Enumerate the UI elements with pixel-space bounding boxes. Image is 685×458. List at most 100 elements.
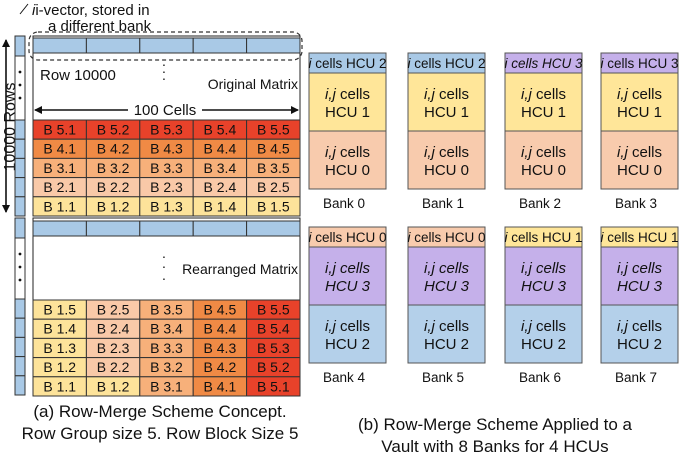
bank-bottom-cell: [600, 304, 679, 364]
caption-b-line2: Vault with 8 Banks for 4 HCUs: [381, 437, 609, 456]
ivector-side-column-bottom: [14, 217, 26, 396]
original-top-row-segment: [139, 37, 194, 54]
rearranged-block-cell-label: B 1.5: [43, 302, 76, 318]
caption-b-line1: (b) Row-Merge Scheme Applied to a: [357, 415, 633, 434]
side-column-top-cell: [14, 35, 26, 57]
vertical-dots-5: .: [162, 255, 166, 271]
bank-bottom-label-2: HCU 2: [521, 336, 566, 353]
bank-name: Bank 7: [615, 370, 657, 385]
rearranged-block-cell-label: B 4.1: [204, 378, 237, 394]
original-block-cell-label: B 3.4: [204, 160, 237, 176]
rearranged-block-cell-label: B 4.4: [204, 321, 237, 337]
bank-mid-cell: [504, 246, 583, 306]
bank-bottom-label-2: HCU 0: [424, 162, 469, 179]
rearranged-block-cell-label: B 5.3: [257, 340, 290, 356]
rearranged-top-row-segment: [139, 220, 194, 237]
rearranged-block-cell-label: B 3.2: [150, 359, 183, 375]
caption-b: (b) Row-Merge Scheme Applied to a Vault …: [335, 414, 655, 458]
rearranged-block-cell-label: B 4.3: [204, 340, 237, 356]
bank-mid-label-2: HCU 3: [325, 278, 371, 295]
original-top-row-segment: [192, 37, 248, 54]
rearranged-block-cell-label: B 1.1: [43, 378, 76, 394]
side-column-dot: [18, 278, 22, 282]
caption-a-line2: Row Group size 5. Row Block Size 5: [21, 424, 299, 443]
bank-mid-label-1: i,j cells: [617, 86, 662, 103]
rearranged-block-cell-label: B 3.3: [150, 340, 183, 356]
bank-bottom-label-2: HCU 0: [325, 162, 370, 179]
bank-bottom-label-2: HCU 2: [617, 336, 662, 353]
bank-bottom-label-1: i,j cells: [521, 144, 566, 161]
vertical-dots-3: .: [162, 67, 166, 83]
side-column-dot: [18, 70, 22, 74]
original-block-cell-label: B 1.2: [97, 198, 130, 214]
bank-top-label: i cells HCU 2: [308, 56, 386, 71]
bank-bottom-label-1: i,j cells: [617, 144, 662, 161]
bank-bottom-label-1: i,j cells: [424, 318, 469, 335]
row-10000-label: Row 10000: [40, 67, 116, 84]
bank-name: Bank 5: [422, 370, 464, 385]
rearranged-matrix-label: Rearranged Matrix: [182, 261, 298, 277]
bank-top-label: i cells HCU 3: [600, 56, 678, 71]
bank-mid-label-1: i,j cells: [617, 260, 663, 277]
vertical-dots-4: .: [162, 245, 166, 261]
vertical-dots-1: .: [162, 53, 166, 69]
bank-mid-label-1: i,j cells: [325, 260, 371, 277]
bank-bottom-label-1: i,j cells: [325, 144, 370, 161]
bank-mid-cell: [600, 72, 679, 132]
bank-top-label: i cells HCU 1: [504, 230, 582, 245]
original-block-cell-label: B 2.2: [97, 179, 130, 195]
rearranged-block-cell-label: B 2.4: [97, 321, 130, 337]
caption-a: (a) Row-Merge Scheme Concept. Row Group …: [10, 401, 310, 445]
original-top-row-segment: [32, 37, 87, 54]
original-block-cell-label: B 2.3: [150, 179, 183, 195]
original-block-cell-label: B 4.5: [257, 141, 290, 157]
rearranged-block-cell-label: B 5.1: [257, 378, 290, 394]
bank-bottom-cell: [504, 304, 583, 364]
ivector-highlight-box: [28, 31, 303, 61]
bank-mid-label-1: i,j cells: [325, 86, 370, 103]
rearranged-block-cell-label: B 2.3: [97, 340, 130, 356]
bank-mid-label-1: i,j cells: [424, 86, 469, 103]
ivector-annotation: ii-vector, stored in: [32, 2, 150, 19]
ivector-annotation-line2: a different bank: [48, 18, 152, 35]
side-column-cell: [14, 375, 26, 396]
bank-bottom-label-1: i,j cells: [325, 318, 370, 335]
rearranged-block-cell-label: B 2.5: [97, 302, 130, 318]
bank-bottom-label-2: HCU 0: [617, 162, 662, 179]
original-block-cell-label: B 1.1: [43, 198, 76, 214]
vertical-dots-2: .: [162, 60, 166, 76]
ivector-side-column-top: [14, 35, 26, 217]
rearranged-block-cell-label: B 5.5: [257, 302, 290, 318]
bank-mid-label-2: HCU 3: [424, 278, 470, 295]
bank-mid-label-2: HCU 3: [521, 278, 567, 295]
original-block-cell-label: B 4.2: [97, 141, 130, 157]
rearranged-block-cell: [246, 376, 301, 397]
side-column-cell: [14, 196, 26, 217]
original-block-cell-label: B 4.1: [43, 141, 76, 157]
bank-mid-label-1: i,j cells: [521, 260, 567, 277]
rearranged-block-cell-label: B 3.4: [150, 321, 183, 337]
original-block-cell-label: B 2.1: [43, 179, 76, 195]
side-column-cell: [14, 336, 26, 358]
original-block-cell-label: B 5.2: [97, 122, 130, 138]
original-block-cell-label: B 4.4: [204, 141, 237, 157]
original-block-cell-label: B 2.4: [204, 179, 237, 195]
bank-bottom-label-1: i,j cells: [424, 144, 469, 161]
rearranged-top-row-segment: [192, 220, 248, 237]
side-column-dot: [18, 265, 22, 269]
side-column-dot: [18, 252, 22, 256]
bank-mid-label-2: HCU 1: [325, 104, 370, 121]
original-block-cell-label: B 3.3: [150, 160, 183, 176]
rearranged-block-cell-label: B 3.1: [150, 378, 183, 394]
original-block-cell-label: B 4.3: [150, 141, 183, 157]
bank-name: Bank 2: [519, 196, 561, 211]
side-column-top-cell: [14, 217, 26, 239]
bank-mid-label-1: i,j cells: [424, 260, 470, 277]
bank-bottom-cell: [308, 130, 387, 190]
annotation-pointer: [19, 3, 29, 15]
original-block-cell: [246, 196, 301, 217]
side-column-cell: [14, 119, 26, 140]
cells-span-label: 100 Cells: [134, 102, 197, 119]
